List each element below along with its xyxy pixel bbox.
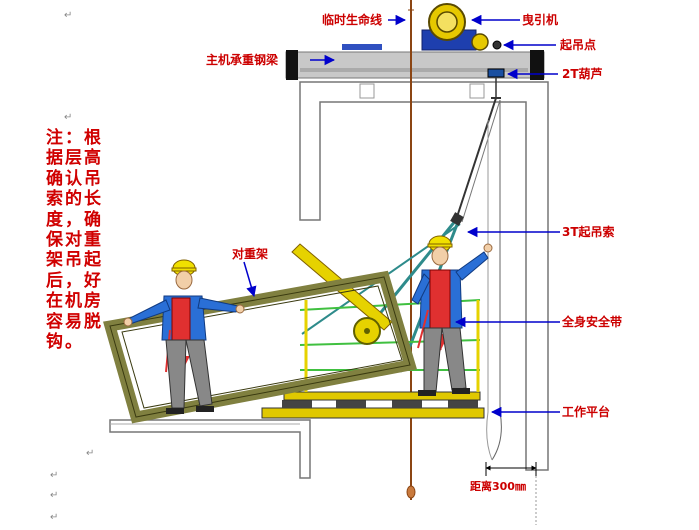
label-hoist-2t: 2T葫芦 — [562, 66, 603, 81]
label-traction-machine: 曳引机 — [522, 12, 558, 27]
return-mark: ↵ — [86, 448, 95, 459]
distance-dimension — [485, 462, 537, 525]
labels: 临时生命线 曳引机 起吊点 主机承重钢梁 2T葫芦 对重架 3T起吊索 全身安全… — [206, 12, 622, 493]
return-mark: ↵ — [64, 112, 73, 123]
ceiling-block — [469, 83, 485, 99]
ceiling-block — [359, 83, 375, 99]
building-structure — [109, 81, 549, 479]
label-lifting-point: 起吊点 — [559, 37, 596, 52]
return-mark: ↵ — [50, 490, 59, 501]
work-platform — [261, 391, 485, 419]
main-beam — [285, 50, 545, 80]
worker-left — [123, 259, 245, 414]
label-full-body-harness: 全身安全带 — [561, 314, 622, 329]
installation-note: 注：根据层高确认吊索的长度，确保对重架吊起后，好在机房容易脱钩。 — [46, 128, 103, 353]
leader-arrows — [243, 14, 560, 418]
return-mark: ↵ — [50, 470, 59, 481]
label-work-platform: 工作平台 — [562, 404, 610, 419]
return-mark: ↵ — [64, 10, 73, 21]
return-mark: ↵ — [50, 512, 59, 523]
worker-right — [411, 235, 493, 396]
label-distance: 距离300㎜ — [470, 479, 526, 493]
label-temporary-lifeline: 临时生命线 — [322, 12, 382, 27]
lifting-point-marker — [492, 40, 502, 50]
label-lifting-rope-3t: 3T起吊索 — [562, 224, 615, 239]
traction-machine — [342, 3, 489, 51]
label-counterweight-frame: 对重架 — [232, 246, 268, 261]
counterweight-frame — [103, 243, 417, 424]
label-main-beam: 主机承重钢梁 — [206, 52, 278, 67]
floor-slab — [109, 419, 311, 479]
